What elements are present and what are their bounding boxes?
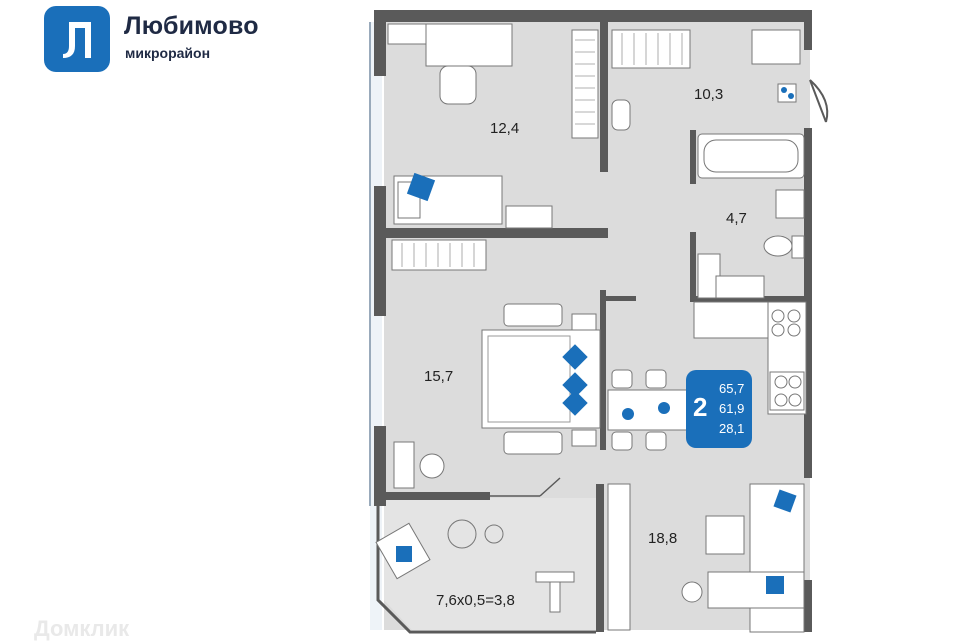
single-bed [393,172,553,229]
brand-logo [44,6,110,72]
double-bed [481,303,601,455]
bathtub [697,133,805,179]
brand-name: Любимово [124,12,259,40]
walls [374,10,812,632]
sofa [681,483,805,633]
wardrobes [387,23,691,271]
dining-table [607,369,689,451]
rooms-count: 2 [693,392,708,422]
kitchen-counter [693,301,807,415]
logo-letter-icon [63,22,91,58]
coffee-table [607,483,745,631]
room-area-bedroom-small: 12,4 [490,120,520,137]
kitchen-area: 28,1 [719,421,745,436]
apartment-summary-badge: 2 65,7 61,9 28,1 [686,370,752,448]
wardrobe-hatching [401,33,683,267]
brand-subtitle: микрорайон [125,45,211,61]
room-area-bathroom: 4,7 [726,210,747,227]
room-area-living-kitchen: 18,8 [648,530,678,547]
dresser [393,441,445,489]
area-list: 65,7 61,9 28,1 [719,379,744,439]
room-area-loggia: 7,6x0,5=3,8 [436,592,515,609]
living-area: 61,9 [719,401,745,416]
shoe-rack [611,29,801,131]
room-area-bedroom-master: 15,7 [424,368,454,385]
room-area-storage: 10,3 [694,86,724,103]
loggia-frame [369,22,596,634]
watermark: Домклик [34,616,130,641]
sink-toilet [697,189,805,299]
bedroom-door [490,477,561,497]
entry-door [809,79,829,123]
desk [425,23,513,105]
total-area: 65,7 [719,381,745,396]
loggia-furniture [375,519,575,613]
